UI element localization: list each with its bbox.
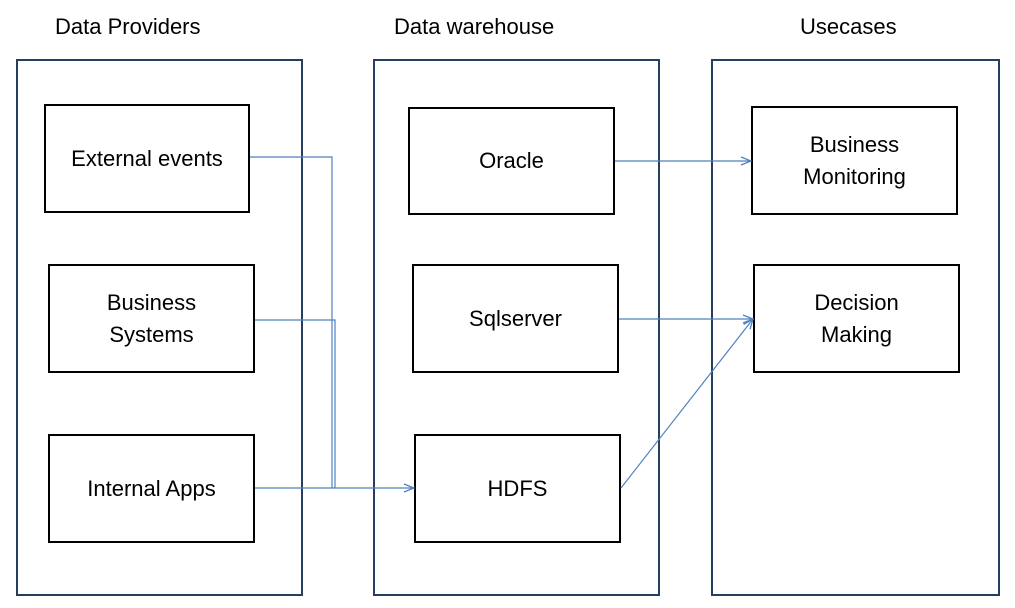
hdfs-box: HDFS [414,434,621,543]
oracle-label: Oracle [479,148,544,173]
decision-making-box: Decision Making [753,264,960,373]
column-title-usecases: Usecases [800,14,897,39]
external-events-label: External events [71,145,223,171]
internal-apps-label: Internal Apps [87,475,216,501]
business-monitoring-label: Business Monitoring [803,131,906,189]
external-events-box: External events [44,104,250,213]
column-title-data-providers: Data Providers [55,14,201,39]
decision-making-label: Decision Making [814,289,899,347]
column-title-data-warehouse: Data warehouse [394,14,555,39]
business-monitoring-box: Business Monitoring [751,106,958,215]
sqlserver-label: Sqlserver [469,305,562,331]
sqlserver-box: Sqlserver [412,264,619,373]
business-systems-label: Business Systems [106,289,197,347]
business-systems-box: Business Systems [48,264,255,373]
internal-apps-box: Internal Apps [48,434,255,543]
hdfs-label: HDFS [487,475,548,501]
oracle-box: Oracle [408,107,615,215]
